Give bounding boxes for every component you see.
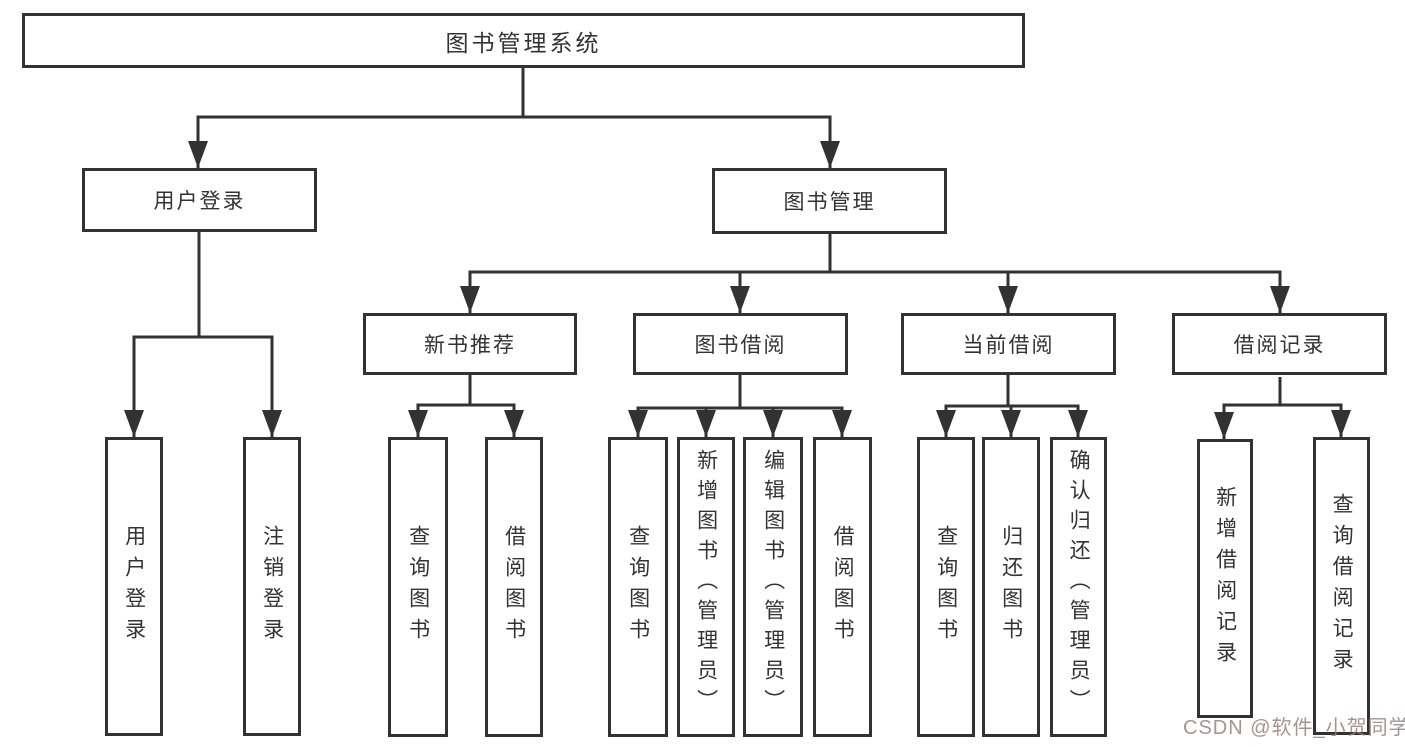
connector-root-to-user-login xyxy=(188,68,525,168)
leaf-borrowing-query-book-label: 查询图书 xyxy=(626,525,650,649)
leaf-confirm-return-admin: 确认归还（管理员） xyxy=(1050,437,1107,737)
leaf-add-borrow-record-label: 新增借阅记录 xyxy=(1213,485,1237,672)
connector-userlogin-to-leaf-login xyxy=(124,232,201,437)
node-book-management-label: 图书管理 xyxy=(783,191,876,214)
connector-bookmgmt-to-newbookrec xyxy=(460,234,832,313)
connector-bookborrow-to-edit xyxy=(738,375,783,437)
leaf-add-borrow-record: 新增借阅记录 xyxy=(1197,439,1253,718)
leaf-user-login: 用户登录 xyxy=(105,437,163,736)
leaf-return-book-label: 归还图书 xyxy=(999,525,1023,649)
leaf-return-book: 归还图书 xyxy=(982,437,1040,737)
connector-borrowrecords-to-query xyxy=(1278,377,1351,437)
leaf-query-borrow-record: 查询借阅记录 xyxy=(1313,437,1370,735)
connector-currentborrow-to-query xyxy=(936,375,1010,437)
leaf-current-query-book: 查询图书 xyxy=(917,437,975,737)
node-borrowing-records: 借阅记录 xyxy=(1172,313,1387,375)
node-current-borrowing: 当前借阅 xyxy=(901,313,1116,375)
leaf-user-login-label: 用户登录 xyxy=(122,524,146,649)
connector-bookmgmt-to-currentborrow xyxy=(828,234,1018,313)
node-book-borrowing-label: 图书借阅 xyxy=(694,334,787,357)
connector-bookborrow-to-query xyxy=(628,375,742,437)
connector-newbookrec-to-query xyxy=(408,375,472,437)
leaf-edit-book-admin-label: 编辑图书（管理员） xyxy=(761,449,785,719)
node-new-book-recommend-label: 新书推荐 xyxy=(424,334,516,357)
leaf-recommend-query-book: 查询图书 xyxy=(388,437,448,737)
connector-bookmgmt-to-bookborrow xyxy=(730,234,832,313)
leaf-recommend-borrow-book-label: 借阅图书 xyxy=(502,525,526,649)
node-borrowing-records-label: 借阅记录 xyxy=(1233,334,1326,357)
leaf-logout: 注销登录 xyxy=(243,437,301,736)
node-root-system-label: 图书管理系统 xyxy=(445,29,602,56)
connector-borrowrecords-to-add xyxy=(1214,377,1282,439)
connector-userlogin-to-leaf-logout xyxy=(197,232,282,437)
node-new-book-recommend: 新书推荐 xyxy=(363,313,577,375)
node-book-borrowing: 图书借阅 xyxy=(633,313,848,375)
leaf-borrowing-query-book: 查询图书 xyxy=(608,437,668,737)
leaf-recommend-query-book-label: 查询图书 xyxy=(406,525,430,649)
leaf-edit-book-admin: 编辑图书（管理员） xyxy=(743,437,803,737)
csdn-watermark: CSDN @软件_小贺同学 xyxy=(1183,717,1405,739)
connector-currentborrow-to-confirm xyxy=(1006,375,1088,437)
leaf-add-book-admin: 新增图书（管理员） xyxy=(677,437,735,737)
connector-currentborrow-to-return xyxy=(1001,375,1021,437)
node-current-borrowing-label: 当前借阅 xyxy=(962,334,1055,357)
connector-root-to-book-mgmt xyxy=(521,68,840,168)
leaf-current-query-book-label: 查询图书 xyxy=(934,525,958,649)
node-root-system: 图书管理系统 xyxy=(22,13,1025,68)
leaf-logout-label: 注销登录 xyxy=(260,524,284,649)
connector-newbookrec-to-borrow xyxy=(468,375,524,437)
connector-bookborrow-to-borrow xyxy=(738,375,852,437)
leaf-query-borrow-record-label: 查询借阅记录 xyxy=(1330,493,1354,679)
connector-bookmgmt-to-borrowrecords xyxy=(828,234,1290,313)
leaf-borrowing-borrow-book: 借阅图书 xyxy=(813,437,872,737)
leaf-confirm-return-admin-label: 确认归还（管理员） xyxy=(1067,449,1091,719)
leaf-add-book-admin-label: 新增图书（管理员） xyxy=(694,449,718,719)
connector-bookborrow-to-add xyxy=(696,375,742,437)
leaf-borrowing-borrow-book-label: 借阅图书 xyxy=(831,525,855,649)
node-book-management: 图书管理 xyxy=(712,168,947,234)
node-user-login-label: 用户登录 xyxy=(153,190,246,213)
leaf-recommend-borrow-book: 借阅图书 xyxy=(485,437,543,737)
node-user-login: 用户登录 xyxy=(82,168,317,232)
